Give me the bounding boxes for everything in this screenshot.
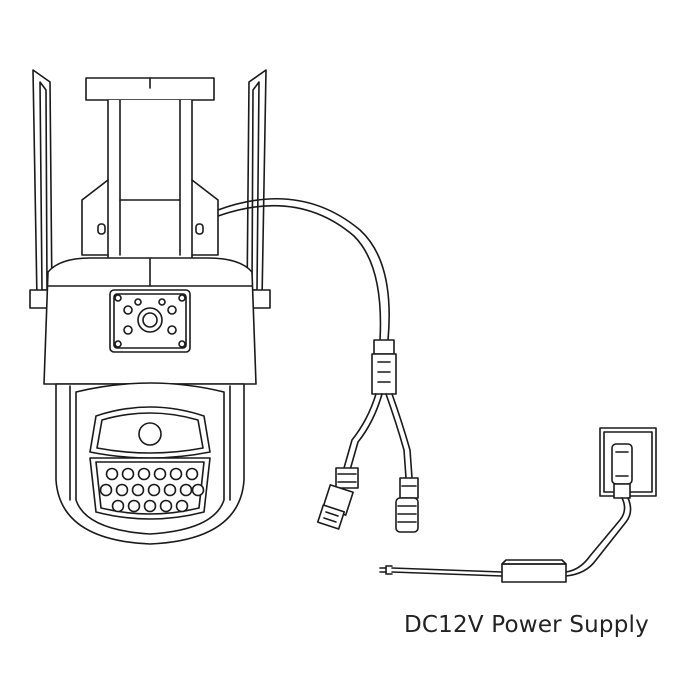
power-supply-caption: DC12V Power Supply <box>404 612 649 638</box>
ir-led-icon <box>169 467 183 481</box>
ir-led-icon <box>159 499 173 513</box>
ir-led-icon <box>127 499 141 513</box>
upper-lens-module <box>109 289 191 353</box>
ir-led-icon <box>185 467 199 481</box>
cable-splitter <box>343 339 413 479</box>
lower-lens-icon <box>138 422 162 446</box>
upper-lens-icon <box>137 307 163 333</box>
ir-led-icon <box>131 483 145 497</box>
ethernet-connector-icon <box>316 467 359 530</box>
ir-led-icon <box>111 499 125 513</box>
power-adapter-icon <box>501 559 567 583</box>
mounting-bracket <box>81 77 219 261</box>
ir-led-icon <box>99 483 113 497</box>
power-cord <box>565 497 632 577</box>
adapter-output-cable <box>379 565 503 577</box>
ir-led-icon <box>175 499 189 513</box>
ir-led-icon <box>147 483 161 497</box>
ir-led-icon <box>143 499 157 513</box>
dc-power-connector-icon <box>395 477 419 533</box>
wall-outlet-icon <box>599 427 657 499</box>
ir-led-icon <box>105 467 119 481</box>
ir-led-icon <box>115 483 129 497</box>
main-cable <box>217 197 390 341</box>
ir-led-icon <box>163 483 177 497</box>
ir-led-icon <box>137 467 151 481</box>
ir-led-array <box>99 467 205 513</box>
ir-led-icon <box>191 483 205 497</box>
ir-led-icon <box>121 467 135 481</box>
ir-led-icon <box>179 483 193 497</box>
ir-led-icon <box>153 467 167 481</box>
